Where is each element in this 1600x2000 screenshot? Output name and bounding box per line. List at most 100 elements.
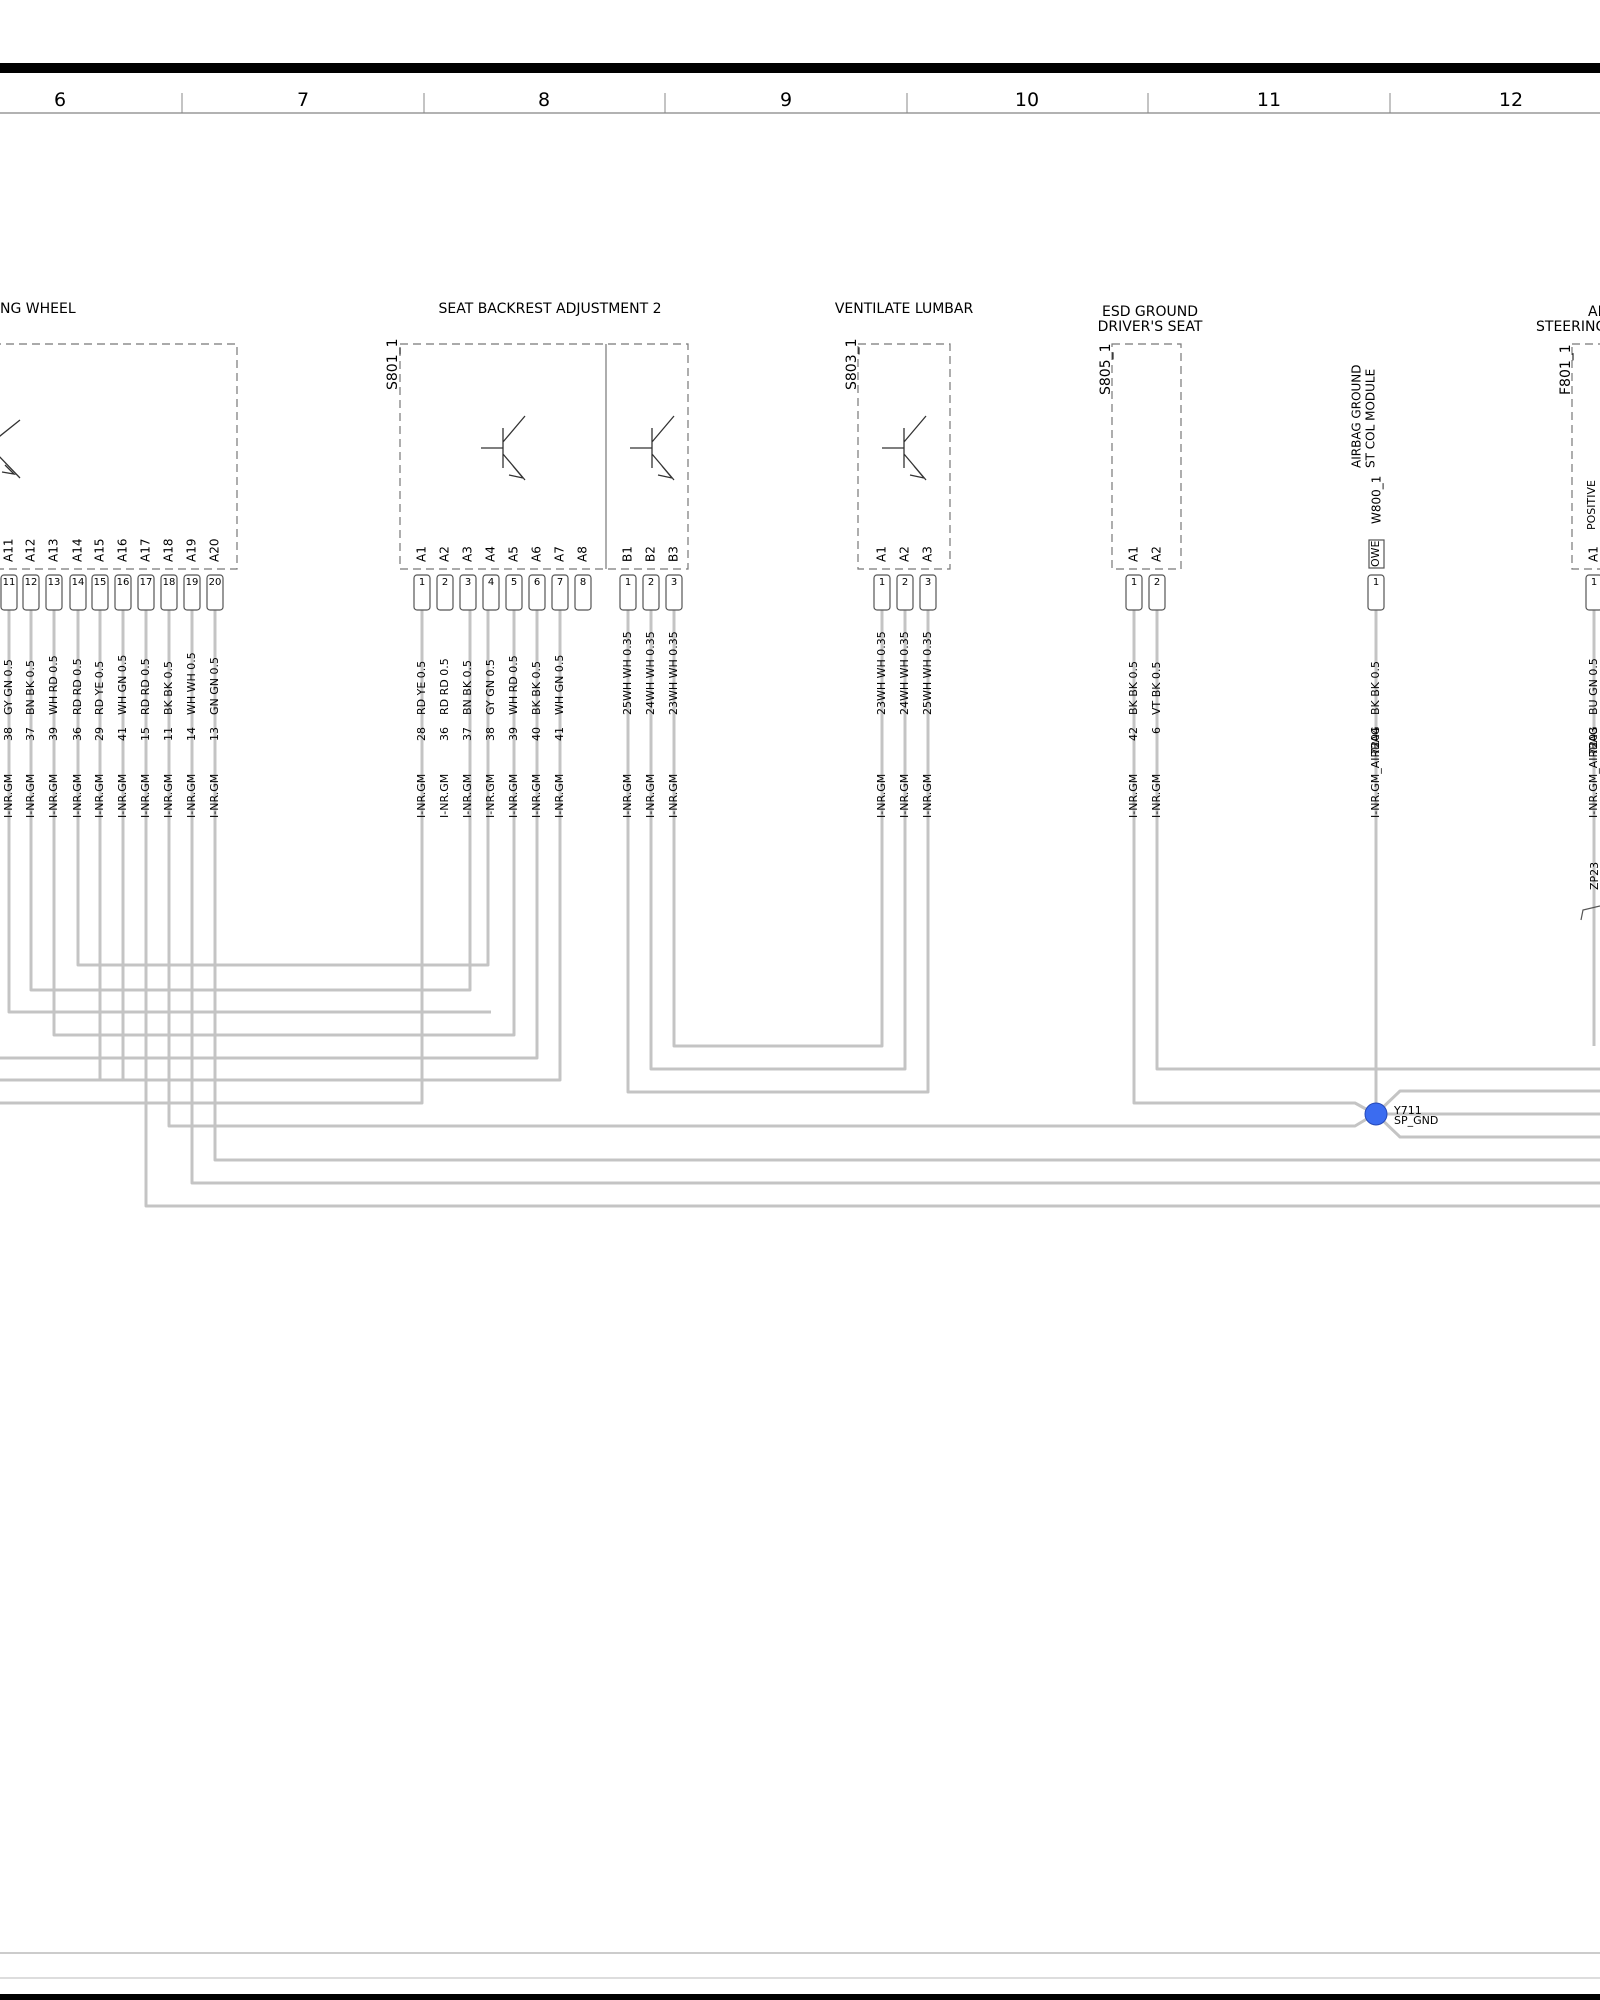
vl-0-cavity — [873, 574, 891, 611]
sb-a0-wire-id: 28 — [415, 727, 428, 741]
sw-4-cavity — [91, 574, 109, 611]
sw-9-cavity-number: 20 — [209, 577, 222, 588]
airbag-steering-ref: F801_1 — [1558, 344, 1574, 395]
sb-a2-wire-color: BN BK 0.5 — [461, 660, 474, 715]
sb-a2-cavity-number: 3 — [465, 577, 471, 588]
sb-a0-pin-label: A1 — [415, 546, 429, 562]
sw-6-cavity — [137, 574, 155, 611]
sw-3-wire-id: 36 — [71, 727, 84, 741]
airbag-ground-ref: W800_1 — [1370, 476, 1384, 524]
esd-1-wire-id: 6 — [1150, 727, 1163, 734]
sw-0-wire-color: GY GN 0.5 — [2, 659, 15, 715]
sb-a7-cavity — [574, 574, 592, 611]
wire-sw18-ground — [167, 610, 1376, 1128]
sb-a5-wire-color: BK BK 0.5 — [530, 661, 543, 715]
wire-sw19 — [190, 610, 1600, 1185]
esd-0-cavity-number: 1 — [1131, 577, 1137, 588]
airbag-steering-function: POSITIVE — [1585, 480, 1598, 530]
sw-1-cavity — [22, 574, 40, 611]
sw-5-cavity — [114, 574, 132, 611]
seat-backrest-title: SEAT BACKREST ADJUSTMENT 2 — [438, 301, 661, 317]
sw-4-pin-label: A15 — [93, 539, 107, 562]
sw-5-wire-id: 41 — [116, 727, 129, 741]
sw-1-pin-label: A12 — [24, 539, 38, 562]
sb-a1-harness: I-NR.GM — [438, 774, 451, 818]
sb-b1-pin-label: B2 — [644, 546, 658, 562]
esd-ref: S805_1 — [1098, 343, 1114, 395]
ground-splice-node — [1364, 1102, 1388, 1126]
component-layer — [0, 343, 1600, 1126]
sb-a3-cavity-number: 4 — [488, 577, 494, 588]
sb-a1-cavity-number: 2 — [442, 577, 448, 588]
sw-4-wire-color: RD YE 0.5 — [93, 661, 106, 715]
sw-4-harness: I-NR.GM — [93, 774, 106, 818]
sw-6-cavity-number: 17 — [140, 577, 153, 588]
vl-2-cavity — [919, 574, 937, 611]
sb-b0-wire-color: 25WH WH 0.35 — [621, 631, 634, 715]
esd-1-cavity — [1148, 574, 1166, 611]
vl-0-pin-label: A1 — [875, 546, 889, 562]
sb-a4-pin-label: A5 — [507, 546, 521, 562]
sw-7-wire-id: 11 — [162, 727, 175, 741]
wire-sw38-sb38 — [76, 610, 490, 967]
sw-3-harness: I-NR.GM — [71, 774, 84, 818]
lumbar-ref: S803_1 — [844, 338, 860, 390]
sw-7-wire-color: BK BK 0.5 — [162, 661, 175, 715]
sb-a6-pin-label: A7 — [553, 546, 567, 562]
seat-backrest-transistor-a-icon — [481, 415, 526, 481]
steering-wheel-box — [0, 343, 238, 570]
sw-3-cavity-number: 14 — [72, 577, 85, 588]
sw-0-pin-label: A11 — [2, 539, 16, 562]
sb-a5-wire-id: 40 — [530, 727, 543, 741]
sw-6-harness: I-NR.GM — [139, 774, 152, 818]
sw-0-harness: I-NR.GM — [2, 774, 15, 818]
wire-layer — [0, 610, 1600, 1208]
as-wire-color: BU GN 0.5 — [1587, 658, 1600, 715]
sb-a1-wire-color: RD RD 0.5 — [438, 658, 451, 715]
sw-8-harness: I-NR.GM — [185, 774, 198, 818]
sb-b1-cavity-number: 2 — [648, 577, 654, 588]
column-number-8: 8 — [538, 89, 550, 111]
wire-b1-lumbar3 — [626, 610, 930, 1094]
vl-1-harness: I-NR.GM — [898, 774, 911, 818]
esd-1-cavity-number: 2 — [1154, 577, 1160, 588]
airbag-ground-wire-color: BK BK 0.5 — [1369, 661, 1382, 715]
ground-splice-id: Y711 — [1393, 1104, 1422, 1117]
wire-esd1-splice — [1132, 610, 1376, 1116]
sb-a7-pin-label: A8 — [576, 546, 590, 562]
sb-a4-cavity-number: 5 — [511, 577, 517, 588]
vl-1-cavity — [896, 574, 914, 611]
sw-7-cavity-number: 18 — [163, 577, 176, 588]
airbag-ground-wire-id: 7204 — [1369, 727, 1382, 755]
wire-sw20 — [213, 610, 1600, 1162]
sb-b0-pin-label: B1 — [621, 546, 635, 562]
airbag-steering-splice-ref: ZP23 — [1588, 862, 1600, 890]
esd-0-harness: I-NR.GM — [1127, 774, 1140, 818]
sb-a3-pin-label: A4 — [484, 546, 498, 562]
sw-7-pin-label: A18 — [162, 539, 176, 562]
sb-a5-pin-label: A6 — [530, 546, 544, 562]
sw-3-wire-color: RD RD 0.5 — [71, 658, 84, 715]
esd-1-harness: I-NR.GM — [1150, 774, 1163, 818]
sw-8-cavity — [183, 574, 201, 611]
esd-1-wire-color: VT BK 0.5 — [1150, 662, 1163, 716]
sw-2-harness: I-NR.GM — [47, 774, 60, 818]
esd-title-line2: DRIVER'S SEAT — [1098, 319, 1203, 335]
esd-0-wire-id: 42 — [1127, 727, 1140, 741]
sb-a4-wire-id: 39 — [507, 727, 520, 741]
lumbar-box — [857, 343, 951, 570]
sb-b1-cavity — [642, 574, 660, 611]
sw-1-wire-color: BN BK 0.5 — [24, 660, 37, 715]
sw-2-pin-label: A13 — [47, 539, 61, 562]
wire-sw41-sb41 — [121, 610, 560, 1082]
sb-a5-harness: I-NR.GM — [530, 774, 543, 818]
vl-0-cavity-number: 1 — [879, 577, 885, 588]
sw-0-cavity — [0, 574, 18, 611]
as-wire-id: 7203 — [1587, 727, 1600, 755]
sb-a3-cavity — [482, 574, 500, 611]
sw-0-cavity-number: 11 — [3, 577, 16, 588]
sb-a5-cavity — [528, 574, 546, 611]
sw-6-wire-color: RD RD 0.5 — [139, 658, 152, 715]
column-number-10: 10 — [1015, 89, 1039, 111]
